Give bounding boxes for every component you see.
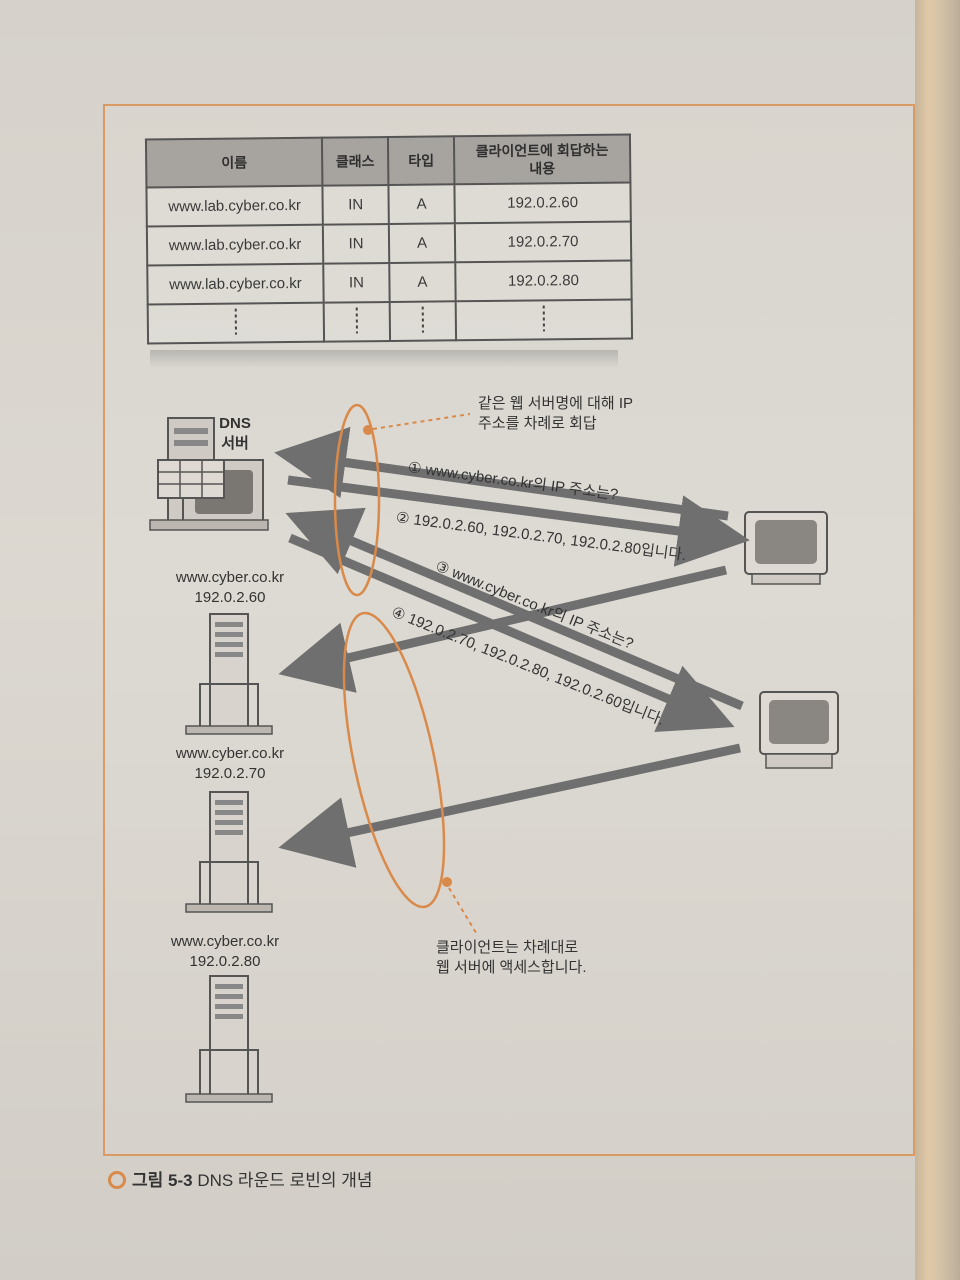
round-robin-ellipse-bottom [342,611,446,909]
callout-dot [442,877,452,887]
arrow-answer-4 [288,533,735,732]
callout-top: 같은 웹 서버명에 대해 IP 주소를 차례로 회답 [478,395,634,432]
client-computer-icon [744,511,828,585]
dns-server-label: DNS 서버 [219,415,251,452]
callout-bottom: 클라이언트는 차례대로 웹 서버에 액세스합니다. [436,939,587,976]
web-server-label-1: www.cyber.co.kr 192.0.2.60 [175,569,285,606]
web-server-label-2: www.cyber.co.kr 192.0.2.70 [175,745,285,782]
arrow-answer-2 [287,475,750,567]
client-computer-icon [759,691,839,769]
web-server-icon [185,791,273,913]
table-shadow [150,350,618,368]
callout-leader-bottom [448,887,479,937]
callout-leader-top [372,413,471,430]
figure-caption: 그림 5-3 DNS 라운드 로빈의 개념 [108,1166,373,1191]
caption-label: 그림 5-3 [132,1171,193,1190]
book-page [0,0,915,1280]
dns-server-icon [149,417,269,531]
arrow-query-1 [274,426,729,521]
query-arrows [274,426,750,868]
web-server-icon [185,975,273,1103]
caption-bullet-icon [108,1171,126,1189]
arrow-access-1 [278,565,728,693]
callout-dot [363,425,373,435]
page-edge [915,0,960,1280]
caption-text: DNS 라운드 로빈의 개념 [197,1171,373,1190]
web-server-label-3: www.cyber.co.kr 192.0.2.80 [170,933,280,970]
web-server-icon [185,613,273,735]
round-robin-ellipse-top [333,403,381,597]
